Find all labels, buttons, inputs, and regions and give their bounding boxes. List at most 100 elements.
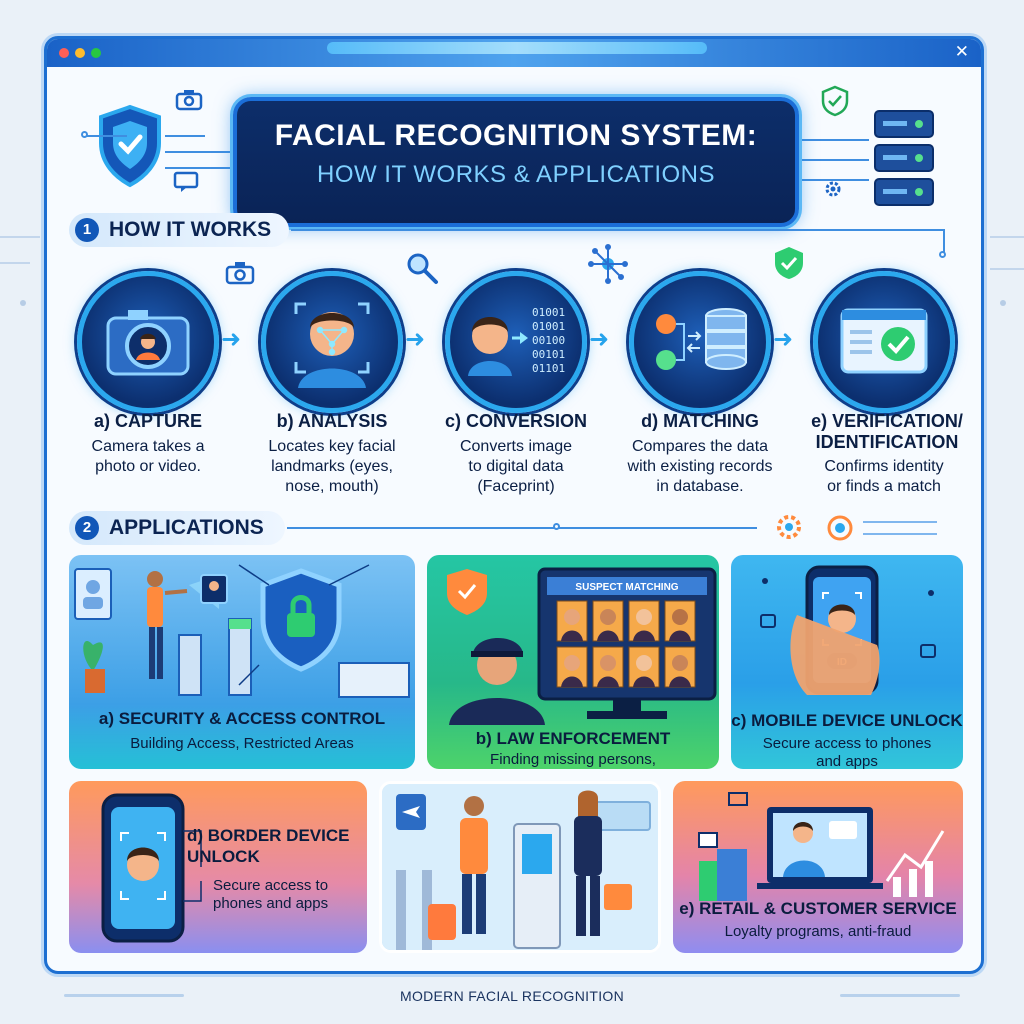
step-title: b) ANALYSIS	[276, 411, 388, 431]
step-title: d) MATCHING	[641, 411, 759, 431]
mobile-unlock-illustration: ID	[760, 565, 936, 695]
background-line	[990, 236, 1024, 238]
gear-icon	[825, 181, 841, 197]
step-title: e) VERIFICATION/ IDENTIFICATION	[811, 411, 963, 452]
magnifier-icon	[407, 253, 438, 284]
network-icon	[588, 244, 628, 284]
gear-icon	[777, 515, 801, 539]
circuit-node	[939, 251, 946, 258]
card-security-access[interactable]: a) SECURITY & ACCESS CONTROL Building Ac…	[69, 555, 415, 769]
suspect-face	[564, 655, 580, 671]
suspect-face	[600, 609, 616, 625]
step-description: Camera takes a photo or video.	[91, 438, 205, 475]
security-illustration	[74, 564, 410, 698]
circuit-node	[81, 131, 88, 138]
footer-line	[64, 994, 184, 997]
circuit-line	[287, 527, 757, 529]
card-description: Building Access, Restricted Areas	[130, 735, 354, 752]
suspect-face	[636, 655, 652, 671]
footer-text: MODERN FACIAL RECOGNITION	[399, 988, 624, 1004]
card-title: e) RETAIL & CUSTOMER SERVICE	[679, 899, 957, 918]
suspect-body	[669, 676, 691, 687]
background-line	[0, 262, 30, 264]
card-description: Secure access to phones and apps	[762, 735, 932, 769]
circuit-line	[165, 151, 233, 153]
airport-illustration	[382, 784, 658, 950]
camera-icon	[175, 90, 203, 111]
card-law-enforcement[interactable]: SUSPECT MATCHING b) LAW ENFORCEMENT Find…	[427, 555, 719, 769]
card-description: Finding missing persons, identifying sus…	[490, 751, 656, 768]
suspect-body	[597, 630, 619, 641]
card-description: Loyalty programs, anti-fraud	[724, 923, 912, 940]
minimize-window-dot[interactable]	[75, 48, 85, 58]
suspect-body	[561, 676, 583, 687]
card-airport-kiosk[interactable]	[379, 781, 661, 953]
step-description: Confirms identity or finds a match	[824, 458, 944, 495]
circuit-line	[943, 229, 945, 253]
circuit-line	[799, 179, 869, 181]
circuit-line	[863, 521, 937, 523]
analysis-step-icon	[261, 271, 403, 413]
card-title: c) MOBILE DEVICE UNLOCK	[731, 711, 963, 730]
circuit-line	[165, 167, 233, 169]
chat-icon	[173, 171, 199, 192]
footer-line	[840, 994, 960, 997]
suspect-body	[669, 630, 691, 641]
circuit-node	[553, 523, 560, 530]
arrow-right-icon: ➜	[773, 325, 794, 353]
section-number: 2	[75, 516, 99, 540]
suspect-face	[564, 609, 580, 625]
card-title: d) BORDER DEVICE UNLOCK	[187, 826, 350, 866]
suspect-face	[636, 609, 652, 625]
card-retail-customer-service[interactable]: e) RETAIL & CUSTOMER SERVICE Loyalty pro…	[673, 781, 963, 953]
server-icon	[874, 110, 934, 206]
suspect-face	[672, 655, 688, 671]
binary-line: 00100	[532, 334, 565, 347]
target-icon	[827, 515, 853, 541]
binary-line: 01101	[532, 362, 565, 375]
page-subtitle: HOW IT WORKS & APPLICATIONS	[316, 161, 715, 188]
background-line	[0, 236, 40, 238]
shield-check-icon	[821, 85, 849, 117]
binary-line: 01001	[532, 320, 565, 333]
circuit-line	[799, 159, 869, 161]
step-title: a) CAPTURE	[93, 411, 202, 431]
card-title: b) LAW ENFORCEMENT	[475, 729, 671, 748]
capture-step-icon	[77, 271, 219, 413]
arrow-right-icon: ➜	[221, 325, 242, 353]
suspect-face	[672, 609, 688, 625]
suspect-body	[633, 676, 655, 687]
conversion-step-icon: 01001 01001 00100 00101 01101	[445, 271, 587, 413]
close-icon[interactable]: ✕	[954, 42, 969, 62]
circuit-line	[291, 229, 945, 231]
suspect-grid	[556, 600, 696, 688]
app-window: ✕ FACIAL RECOGNITION SYSTEM:	[44, 36, 984, 974]
shield-icon	[99, 104, 161, 188]
background-dot	[1000, 300, 1006, 306]
suspect-body	[597, 676, 619, 687]
close-window-dot[interactable]	[59, 48, 69, 58]
card-title: a) SECURITY & ACCESS CONTROL	[98, 709, 386, 728]
background-line	[990, 268, 1024, 270]
suspect-face	[600, 655, 616, 671]
circuit-line	[165, 135, 205, 137]
step-title: c) CONVERSION	[444, 411, 588, 431]
section-title: HOW IT WORKS	[109, 218, 272, 241]
card-mobile-unlock[interactable]: ID c) MOBILE DEVICE UNLOCK Secure access…	[731, 555, 963, 769]
shield-check-icon	[775, 247, 803, 279]
section-number: 1	[75, 218, 99, 242]
circuit-line	[799, 139, 869, 141]
border-unlock-illustration	[101, 793, 202, 943]
binary-line: 00101	[532, 348, 565, 361]
step-description: Converts image to digital data (Faceprin…	[459, 438, 573, 495]
card-border-unlock[interactable]: d) BORDER DEVICE UNLOCK Secure access to…	[69, 781, 367, 953]
arrow-right-icon: ➜	[405, 325, 426, 353]
circuit-line	[87, 135, 127, 137]
suspect-body	[561, 630, 583, 641]
verification-step-icon	[813, 271, 955, 413]
maximize-window-dot[interactable]	[91, 48, 101, 58]
suspect-body	[633, 630, 655, 641]
section-applications: 2 APPLICATIONS	[69, 511, 285, 545]
page-title: FACIAL RECOGNITION SYSTEM:	[274, 119, 758, 152]
step-description: Locates key facial landmarks (eyes, nose…	[268, 438, 396, 495]
